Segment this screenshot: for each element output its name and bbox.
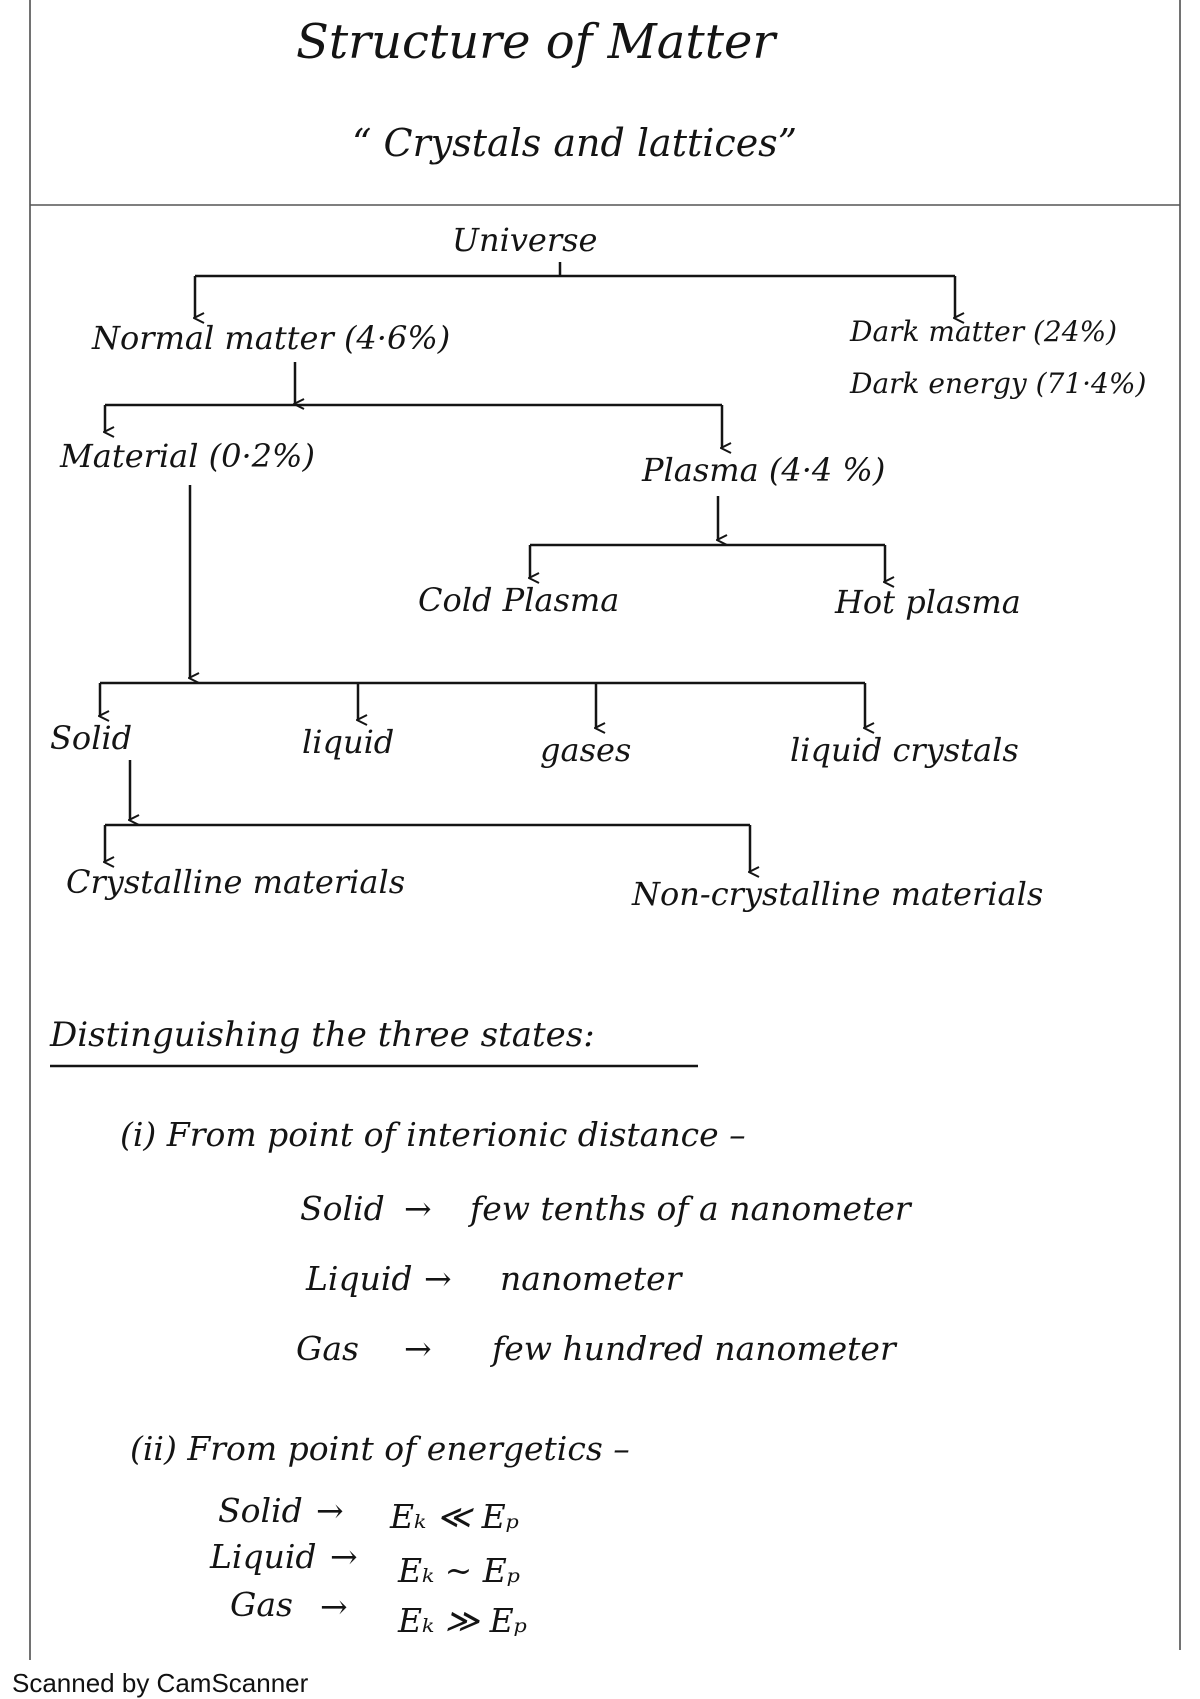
- scanner-watermark: Scanned by CamScanner: [12, 1668, 309, 1698]
- node-gases: gases: [540, 731, 632, 769]
- point-2-label: (ii) From point of energetics –: [130, 1429, 630, 1468]
- page-title: Structure of Matter: [296, 14, 776, 70]
- arrow-right-icon: →: [330, 1537, 358, 1576]
- state-label: Solid: [300, 1189, 385, 1228]
- node-liquid: liquid: [302, 723, 395, 761]
- page-subtitle: “ Crystals and lattices”: [352, 121, 798, 165]
- state-value: Eₖ ≫ Eₚ: [398, 1601, 527, 1640]
- state-value: Eₖ ≪ Eₚ: [390, 1497, 519, 1536]
- node-dark-energy: Dark energy (71·4%): [850, 367, 1147, 400]
- node-liquid-crystals: liquid crystals: [790, 731, 1019, 769]
- node-crystalline: Crystalline materials: [66, 863, 406, 901]
- state-label: Solid: [218, 1491, 303, 1530]
- arrow-right-icon: →: [404, 1329, 432, 1368]
- point-1-label: (i) From point of interionic distance –: [120, 1115, 746, 1154]
- node-cold-plasma: Cold Plasma: [418, 581, 620, 619]
- node-hot-plasma: Hot plasma: [835, 583, 1021, 621]
- arrow-right-icon: →: [320, 1587, 348, 1626]
- state-label: Liquid: [210, 1537, 317, 1576]
- section-heading: Distinguishing the three states:: [50, 1015, 595, 1055]
- arrow-right-icon: →: [404, 1189, 432, 1228]
- node-plasma: Plasma (4·4 %): [642, 451, 886, 489]
- node-dark-matter: Dark matter (24%): [850, 315, 1118, 348]
- node-non-crystalline: Non-crystalline materials: [632, 875, 1044, 913]
- arrow-right-icon: →: [424, 1259, 452, 1298]
- state-label: Liquid: [306, 1259, 413, 1298]
- state-value: few tenths of a nanometer: [470, 1189, 911, 1228]
- node-solid: Solid: [50, 719, 133, 757]
- state-value: Eₖ ~ Eₚ: [398, 1551, 521, 1590]
- state-label: Gas: [230, 1585, 293, 1624]
- node-normal-matter: Normal matter (4·6%): [92, 319, 451, 357]
- state-label: Gas: [296, 1329, 359, 1368]
- node-material: Material (0·2%): [60, 437, 315, 475]
- state-value: few hundred nanometer: [492, 1329, 896, 1368]
- state-value: nanometer: [500, 1259, 682, 1298]
- node-universe: Universe: [452, 221, 598, 259]
- arrow-right-icon: →: [316, 1491, 344, 1530]
